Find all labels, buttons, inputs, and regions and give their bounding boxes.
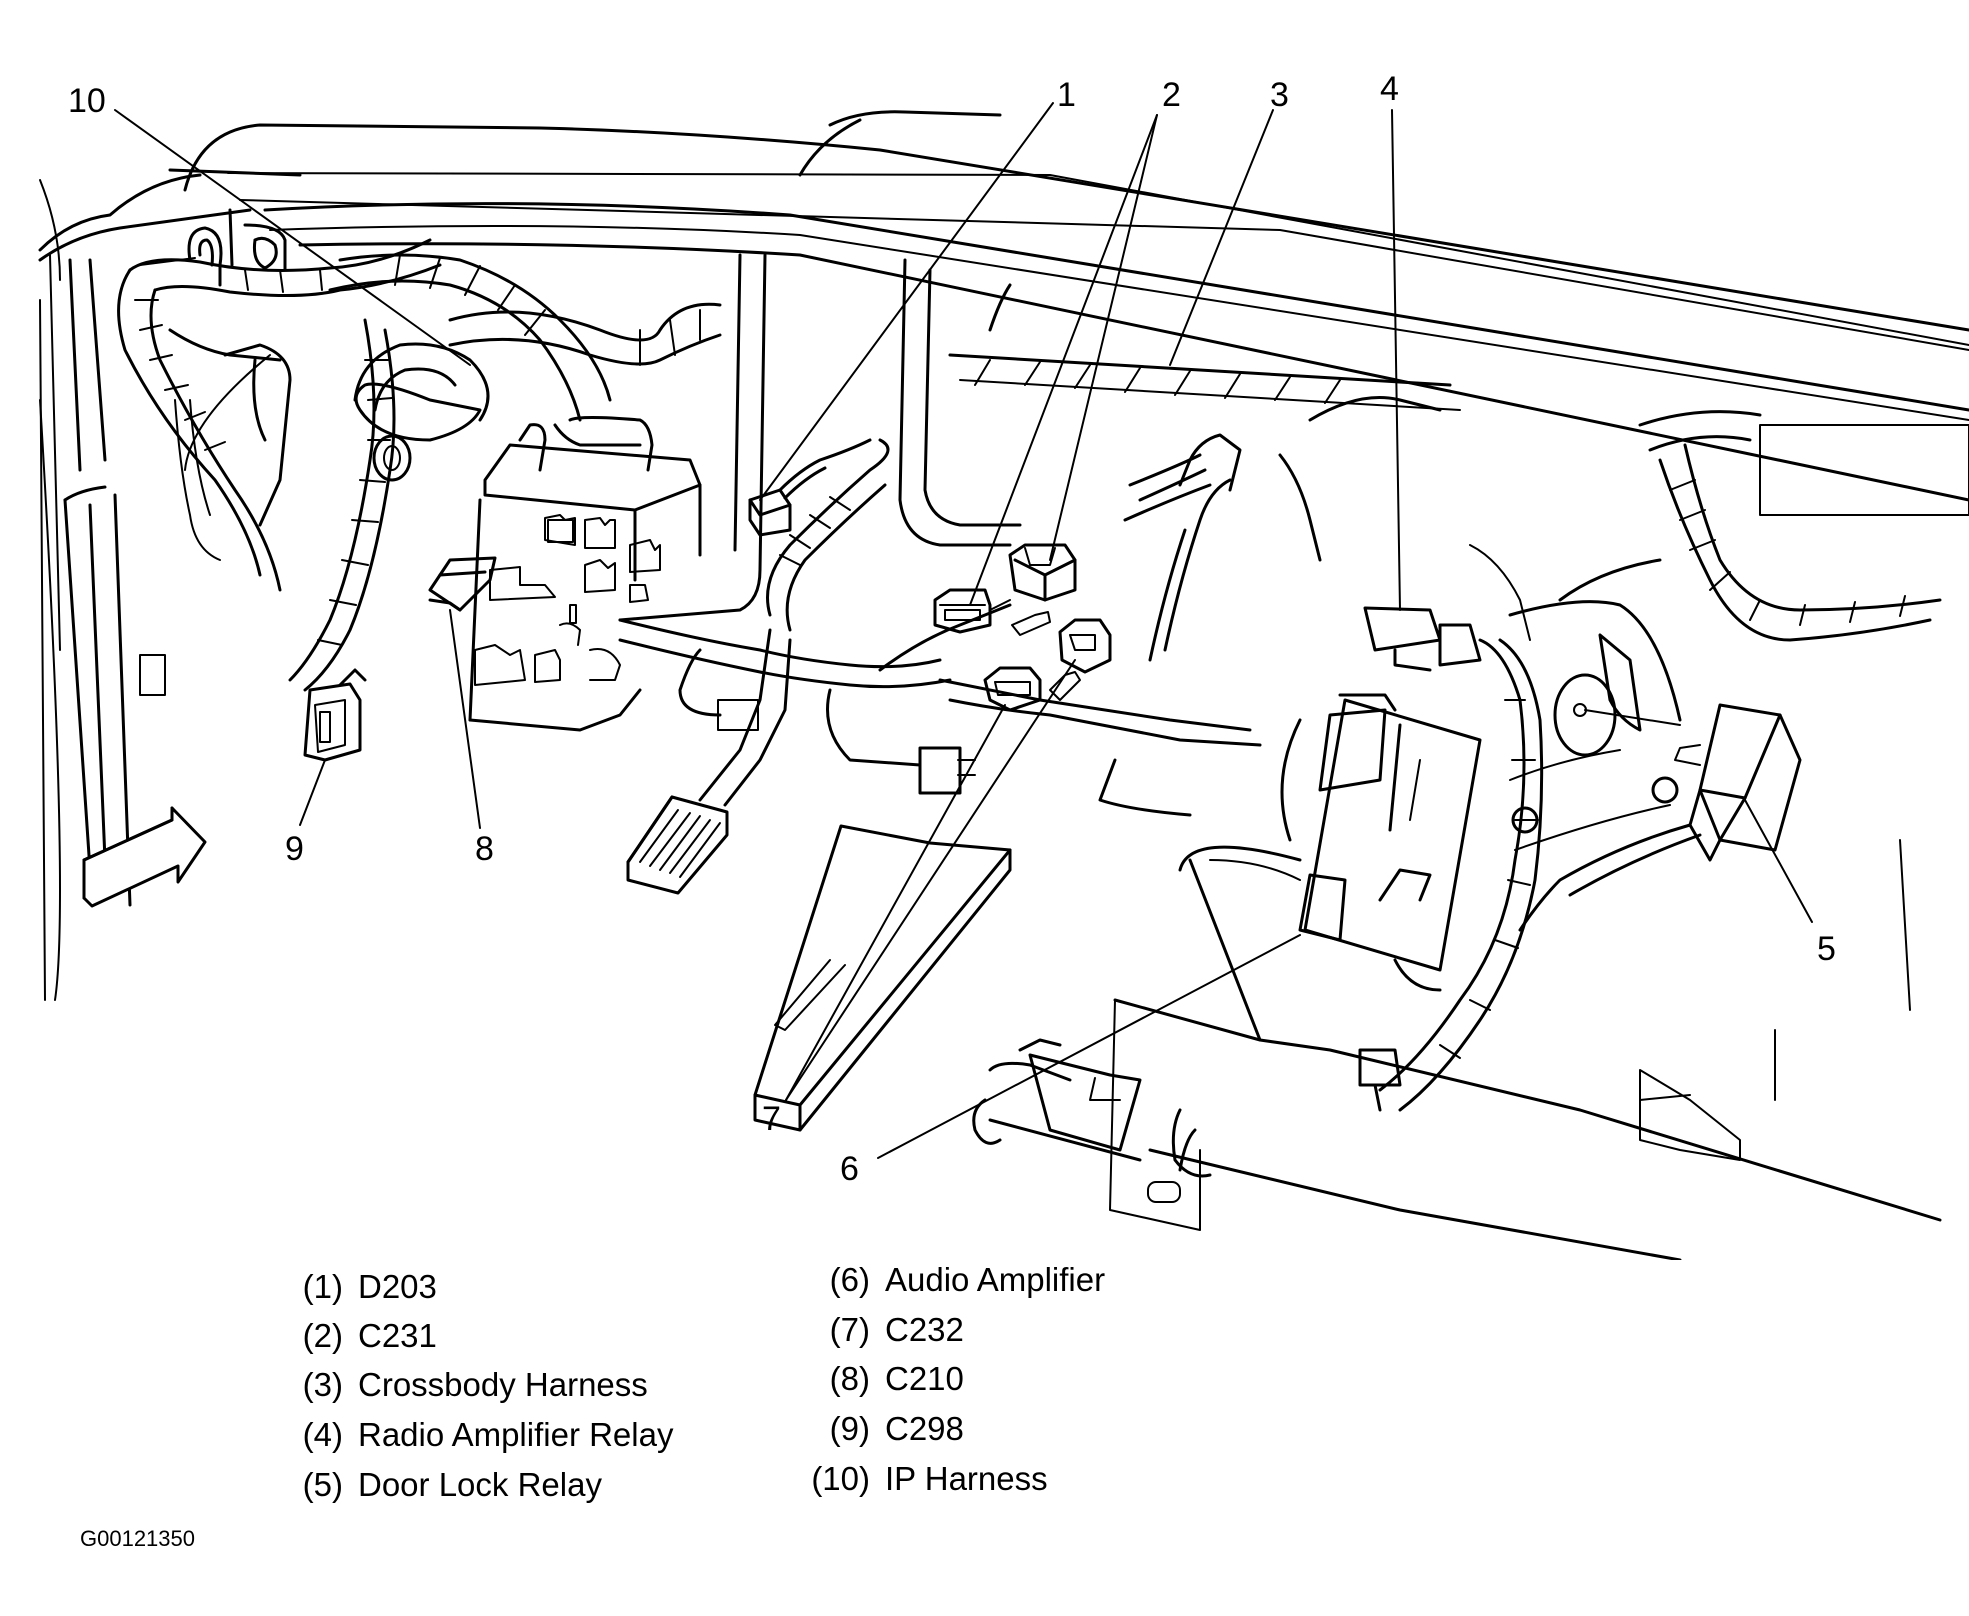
crossbody-harness [948,353,1461,411]
callout-1: 1 [1057,76,1076,114]
c231-connector-pair [933,543,1077,636]
legend-index: (5) [302,1466,343,1503]
c298-connector [303,668,367,762]
leader-10 [114,109,471,366]
brake-pedal [753,824,1012,1132]
instrument-panel-outline [38,110,1969,502]
leader-3 [1169,109,1274,366]
callout-3: 3 [1270,76,1289,114]
leader-1 [759,102,1054,501]
legend-label: C210 [885,1360,964,1397]
leader-2a [969,114,1158,606]
callout-4: 4 [1380,70,1399,108]
door-lock-relay [1518,703,1802,932]
leader-7b [785,659,1076,1101]
legend-label: C232 [885,1311,964,1348]
leader-9 [299,759,326,826]
legend-label: D203 [358,1268,437,1305]
d203-connector [748,438,872,537]
legend-label: Crossbody Harness [358,1366,648,1403]
steering-column [972,998,1942,1260]
c232-connector-pair [983,618,1112,712]
legend-index: (10) [811,1460,870,1497]
leader-8 [449,609,481,829]
leader-2b [1049,114,1158,561]
c210-connector [428,556,497,612]
legend-index: (4) [302,1416,343,1453]
legend-index: (1) [302,1268,343,1305]
legend-label: Radio Amplifier Relay [358,1416,674,1453]
bracket-hook [139,208,287,287]
legend-index: (2) [302,1317,343,1354]
legend-index: (3) [302,1366,343,1403]
figure-id: G00121350 [80,1526,195,1551]
junction-block [468,416,702,732]
callout-6: 6 [840,1150,859,1188]
callout-2: 2 [1162,76,1181,114]
legend-label: C231 [358,1317,437,1354]
legend-index: (6) [829,1261,870,1298]
leader-5 [1744,799,1813,923]
wiring-location-diagram [38,102,1969,1260]
legend-label: IP Harness [885,1460,1048,1497]
leader-6 [877,934,1301,1159]
dash-supports [618,253,1022,622]
legend-index: (9) [829,1410,870,1447]
lower-frame [1098,718,1911,1042]
leader-7a [785,704,1006,1101]
view-direction-arrow-icon [82,806,207,908]
callout-9: 9 [285,830,304,868]
audio-amplifier [1298,693,1482,1112]
ip-harness [117,238,722,692]
legend-label: C298 [885,1410,964,1447]
legend-label: Audio Amplifier [885,1261,1106,1298]
legend-label: Door Lock Relay [358,1466,602,1503]
callout-10: 10 [68,82,106,120]
right-harness [1469,410,1969,642]
radio-amplifier-relay [1363,606,1544,1112]
accelerator-pedal [626,628,792,895]
mounting-bracket [1508,600,1682,851]
harness-clamp [354,382,482,482]
callout-7: 7 [762,1100,781,1138]
legend-index: (8) [829,1360,870,1397]
callout-8: 8 [475,830,494,868]
legend-index: (7) [829,1311,870,1348]
kick-panel [39,179,166,1001]
callout-5: 5 [1817,930,1836,968]
callout-leaders [114,102,1813,1159]
leader-4 [1391,109,1401,611]
